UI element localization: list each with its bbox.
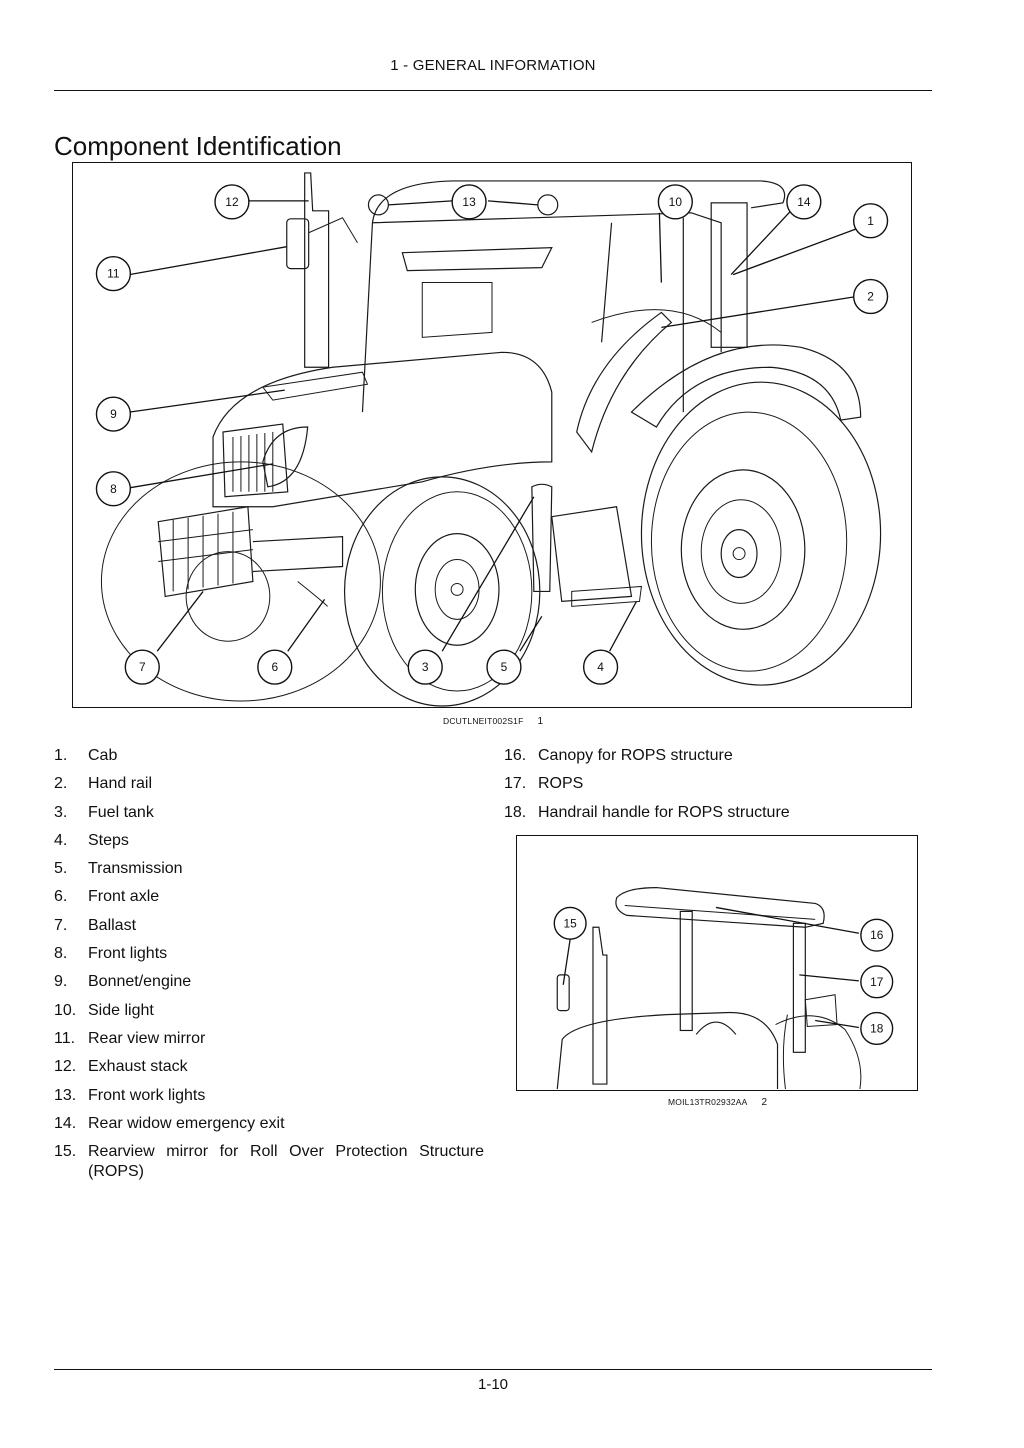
list-item: 10.Side light — [54, 1001, 154, 1019]
list-item: 3.Fuel tank — [54, 803, 154, 821]
svg-text:15: 15 — [564, 916, 578, 930]
footer-rule — [54, 1369, 932, 1370]
callout-5: 5 — [486, 649, 522, 685]
cab-drawing — [361, 180, 786, 454]
svg-text:2: 2 — [867, 290, 874, 304]
list-item: 9.Bonnet/engine — [54, 973, 192, 991]
svg-text:18: 18 — [870, 1021, 884, 1035]
callout-10: 10 — [657, 184, 693, 220]
component-list-left: 1.Cab 2.Hand rail 3.Fuel tank 4.Steps 5.… — [54, 746, 484, 1182]
rear-wheel-drawing — [640, 381, 882, 686]
list-item: 1.Cab — [54, 747, 118, 764]
callout-16: 16 — [860, 918, 894, 952]
canopy-drawing — [615, 886, 825, 928]
fig1-leader-lines — [129, 200, 857, 652]
figure1-caption: DCUTLNEIT002S1F 1 — [443, 716, 543, 727]
callout-17: 17 — [860, 965, 894, 999]
callout-6: 6 — [257, 649, 293, 685]
svg-text:1: 1 — [867, 214, 874, 228]
figure1-code: DCUTLNEIT002S1F — [443, 716, 524, 726]
svg-text:12: 12 — [225, 195, 239, 209]
list-item: 7.Ballast — [54, 916, 137, 934]
ballast-drawing — [157, 506, 254, 598]
svg-text:4: 4 — [597, 660, 604, 674]
callout-2: 2 — [852, 278, 889, 315]
list-item: 18.Handrail handle for ROPS structure — [504, 803, 790, 821]
list-item: 17.ROPS — [504, 775, 584, 793]
callout-7: 7 — [124, 649, 160, 685]
list-item: 12.Exhaust stack — [54, 1058, 188, 1076]
svg-text:16: 16 — [870, 928, 884, 942]
svg-text:5: 5 — [501, 660, 508, 674]
list-item: 16.Canopy for ROPS structure — [504, 747, 733, 764]
svg-text:11: 11 — [107, 267, 120, 281]
tractor-cab-illustration: 12 13 10 14 1 11 2 9 8 7 6 3 5 4 — [72, 162, 912, 708]
list-item: 6.Front axle — [54, 888, 160, 906]
callout-1: 1 — [852, 203, 889, 239]
component-list-right: 16.Canopy for ROPS structure 17.ROPS 18.… — [504, 746, 924, 831]
svg-text:9: 9 — [110, 407, 117, 421]
list-item: 4.Steps — [54, 831, 129, 849]
svg-text:7: 7 — [139, 660, 146, 674]
callout-9: 9 — [95, 396, 132, 432]
callout-15: 15 — [553, 906, 587, 940]
list-item: 8.Front lights — [54, 945, 168, 963]
svg-text:8: 8 — [110, 482, 117, 496]
callout-8: 8 — [95, 471, 132, 507]
figure1-number: 1 — [537, 716, 544, 727]
svg-text:13: 13 — [462, 195, 476, 209]
list-item: 5.Transmission — [54, 860, 183, 878]
figure2-number: 2 — [761, 1097, 768, 1108]
header-rule — [54, 90, 932, 91]
list-item: 15.Rearview mirror for Roll Over Protect… — [54, 1143, 484, 1181]
callout-4: 4 — [582, 649, 619, 685]
section-header: 1 - GENERAL INFORMATION — [390, 57, 596, 74]
callout-3: 3 — [407, 649, 443, 685]
svg-text:14: 14 — [797, 195, 811, 209]
list-item: 13.Front work lights — [54, 1086, 206, 1104]
callout-14: 14 — [786, 184, 822, 220]
svg-text:3: 3 — [422, 660, 429, 674]
callout-18: 18 — [860, 1011, 894, 1046]
bonnet-drawing — [212, 351, 553, 508]
figure2-caption: MOIL13TR02932AA 2 — [668, 1097, 767, 1108]
list-item: 14.Rear widow emergency exit — [54, 1114, 285, 1132]
list-item: 11.Rear view mirror — [54, 1029, 206, 1047]
callout-12: 12 — [214, 184, 250, 220]
callout-13: 13 — [451, 184, 487, 220]
svg-text:6: 6 — [271, 660, 278, 674]
svg-text:10: 10 — [669, 195, 683, 209]
page-number: 1-10 — [477, 1376, 509, 1393]
figure2-code: MOIL13TR02932AA — [668, 1097, 748, 1107]
tractor-rops-illustration: 15 16 17 18 — [516, 835, 918, 1091]
list-item: 2.Hand rail — [54, 775, 153, 793]
svg-text:17: 17 — [870, 975, 884, 989]
callout-11: 11 — [95, 255, 132, 292]
page-title: Component Identification — [54, 131, 342, 162]
